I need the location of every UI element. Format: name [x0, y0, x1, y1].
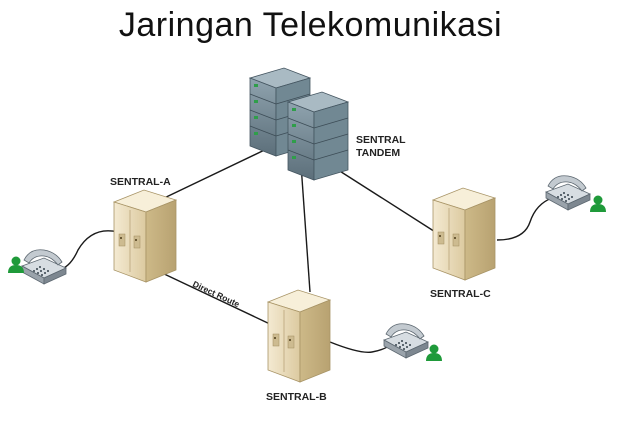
cable-phone-b	[329, 341, 393, 353]
user-icon	[8, 256, 24, 273]
sentral-c-cabinet	[432, 187, 496, 281]
direct-route-label: Direct Route	[191, 279, 241, 310]
sentral-tandem-label: SENTRAL TANDEM	[356, 134, 406, 160]
cable-phone-c	[496, 197, 553, 241]
phone-icon	[383, 323, 429, 359]
sentral-tandem-line2: TANDEM	[356, 147, 401, 159]
page-title: Jaringan Telekomunikasi	[118, 6, 503, 44]
user-icon	[590, 195, 606, 212]
sentral-b-cabinet	[267, 289, 331, 383]
link-tandem-c	[334, 167, 441, 236]
sentral-b-label: SENTRAL-B	[266, 391, 327, 403]
phone-icon	[21, 249, 67, 285]
sentral-a-cabinet	[113, 189, 177, 283]
link-tandem-a	[159, 144, 276, 201]
link-direct-route	[159, 271, 273, 326]
sentral-tandem-line1: SENTRAL	[356, 134, 406, 146]
sentral-c-label: SENTRAL-C	[430, 288, 491, 300]
cable-phone-a	[57, 230, 119, 271]
phone-icon	[545, 175, 591, 211]
sentral-a-label: SENTRAL-A	[110, 176, 171, 188]
sentral-tandem-rack	[249, 67, 349, 181]
